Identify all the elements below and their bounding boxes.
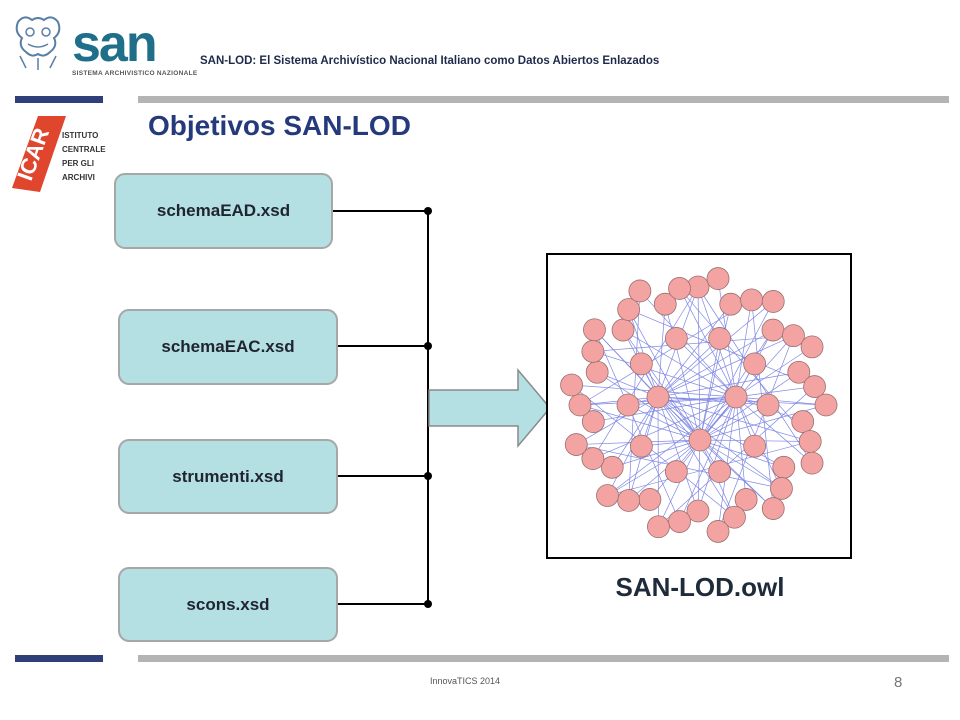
schema-box-scons: scons.xsd xyxy=(118,567,338,642)
icar-emblem-icon: ICAR ISTITUTO CENTRALE PER GLI ARCHIVI xyxy=(12,116,106,192)
arrow-icon xyxy=(428,367,551,449)
ontology-graph-icon xyxy=(560,267,838,543)
footer-event: InnovaTICS 2014 xyxy=(430,676,501,686)
ontology-graph-image xyxy=(546,253,852,559)
san-logo-subtitle: SISTEMA ARCHIVISTICO NAZIONALE xyxy=(72,70,198,77)
icar-line-4: ARCHIVI xyxy=(62,173,95,182)
schema-box-eac: schemaEAC.xsd xyxy=(118,309,338,385)
san-logo: san SISTEMA ARCHIVISTICO NAZIONALE xyxy=(10,12,197,77)
bottom-rule-right xyxy=(138,655,949,662)
san-emblem-icon xyxy=(15,16,61,70)
schema-label: schemaEAC.xsd xyxy=(161,337,295,356)
schema-box-strumenti: strumenti.xsd xyxy=(118,439,338,514)
top-rule-right xyxy=(138,96,949,103)
icar-line-3: PER GLI xyxy=(62,159,94,168)
page-number: 8 xyxy=(894,674,903,691)
schema-label: strumenti.xsd xyxy=(172,466,284,486)
schema-label: scons.xsd xyxy=(186,594,270,614)
top-rule-left xyxy=(15,96,103,103)
owl-file-label: SAN-LOD.owl xyxy=(615,572,785,602)
header-title: SAN-LOD: El Sistema Archivístico Naciona… xyxy=(200,55,660,67)
page-title: Objetivos SAN-LOD xyxy=(148,110,411,141)
san-logo-text: san xyxy=(72,15,158,73)
icar-logo: ICAR ISTITUTO CENTRALE PER GLI ARCHIVI xyxy=(8,112,130,204)
icar-line-1: ISTITUTO xyxy=(62,131,98,140)
schema-box-ead: schemaEAD.xsd xyxy=(114,173,333,249)
bottom-rule-left xyxy=(15,655,103,662)
icar-line-2: CENTRALE xyxy=(62,145,106,154)
schema-label: schemaEAD.xsd xyxy=(156,201,291,220)
